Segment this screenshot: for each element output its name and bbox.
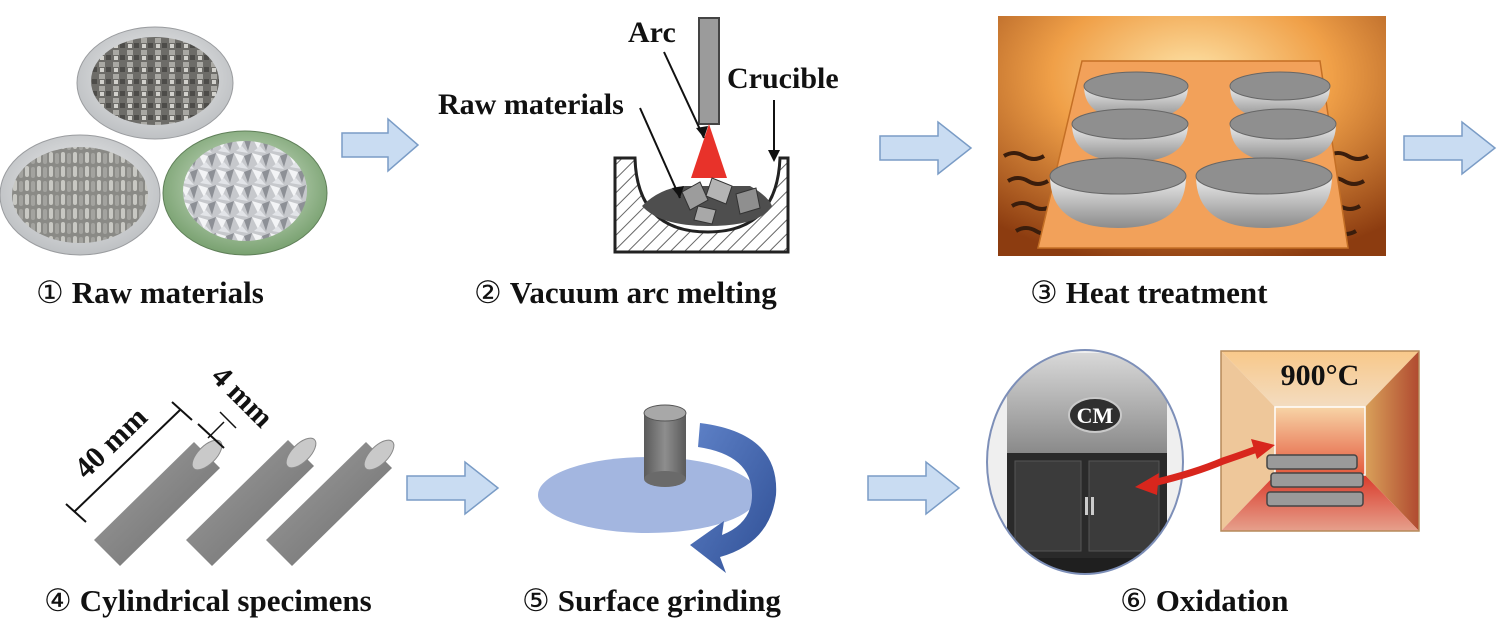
step-title: Surface grinding [557, 583, 781, 618]
sample-bowl [1195, 157, 1333, 228]
grinding-specimen [643, 404, 687, 487]
raw-piece [705, 177, 733, 205]
step-title: Raw materials [71, 275, 264, 310]
crucible-label: Crucible [727, 62, 839, 95]
foil-pile [183, 141, 307, 241]
step-title: Heat treatment [1065, 275, 1268, 310]
step-number: ④ [44, 583, 72, 618]
crucible [613, 156, 790, 254]
temperature-label: 900°C [1281, 359, 1360, 392]
oxidation-sample [1266, 491, 1364, 507]
process-arrow-2 [879, 120, 973, 176]
specimen-cylinder [94, 439, 223, 566]
heat-treatment-illustration [998, 16, 1386, 256]
specimens-illustration: 40 mm 4 mm [65, 360, 395, 566]
specimen-cylinder [266, 439, 395, 566]
arc-melting-illustration [613, 17, 790, 254]
raw-materials-leader-line [639, 107, 681, 199]
arc-flame [691, 124, 727, 178]
raw-piece [735, 187, 761, 215]
step-number: ⑤ [522, 583, 550, 618]
step-number: ⑥ [1120, 583, 1148, 618]
furnace-photo [987, 350, 1183, 574]
cm-badge [1068, 397, 1122, 433]
step-number: ③ [1030, 275, 1058, 310]
step-number: ② [474, 275, 502, 310]
length-dimension-line [73, 409, 181, 513]
sample-bowl [1071, 108, 1189, 162]
process-arrow-3 [1403, 120, 1497, 176]
electrode [698, 17, 720, 125]
step-title: Cylindrical specimens [79, 583, 372, 618]
raw-materials-label: Raw materials [438, 88, 624, 121]
sample-bowl [1049, 157, 1187, 228]
arc-leader-line [663, 51, 705, 139]
pellets-pile [12, 147, 148, 243]
rotation-arrow [690, 423, 777, 573]
oxidation-sample [1266, 454, 1358, 470]
raw-piece [693, 205, 717, 225]
process-arrow-1 [341, 117, 420, 173]
step-title: Vacuum arc melting [509, 275, 777, 310]
oxidation-sample [1270, 472, 1364, 488]
process-arrow-4 [406, 460, 500, 516]
furnace-photo-border [986, 349, 1184, 575]
raw-piece [681, 181, 709, 211]
length-label: 40 mm [68, 401, 154, 486]
grinding-illustration [538, 404, 777, 573]
oxidation-illustration: CM 900°C [986, 349, 1420, 575]
process-arrow-5 [867, 460, 961, 516]
specimen-cylinder [186, 437, 317, 566]
grinding-disc [538, 457, 758, 533]
transfer-arrow [1152, 445, 1259, 487]
raw-materials-illustration [0, 26, 328, 256]
diameter-label: 4 mm [205, 360, 280, 435]
sample-bowl [1229, 108, 1337, 162]
cm-badge-text: CM [1077, 403, 1114, 428]
flakes-pile [91, 37, 219, 125]
step-title: Oxidation [1155, 583, 1289, 618]
step-number: ① [36, 275, 64, 310]
arc-label: Arc [628, 16, 676, 49]
